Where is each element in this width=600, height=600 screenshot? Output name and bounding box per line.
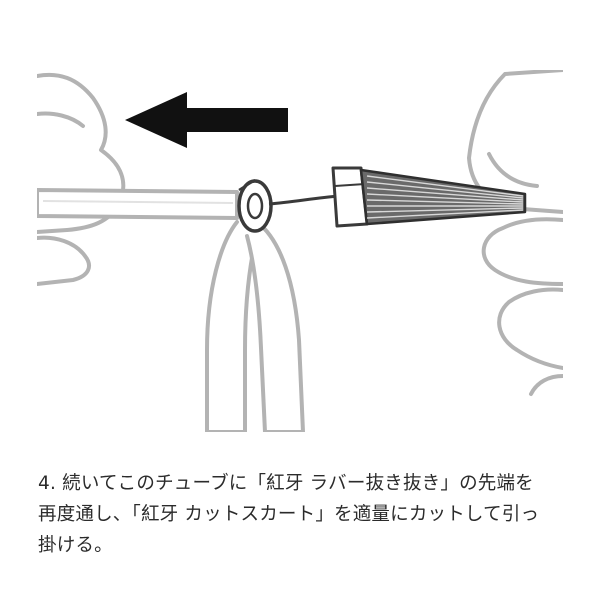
skirt-bundle-icon — [331, 166, 527, 228]
instruction-text: 4. 続いてこのチューブに「紅牙 ラバー抜き抜き」の先端を 再度通し、「紅牙 カ… — [38, 468, 568, 561]
illustration-drawing — [37, 70, 563, 432]
instruction-line-1: 4. 続いてこのチューブに「紅牙 ラバー抜き抜き」の先端を — [38, 473, 534, 494]
left-hand-icon — [37, 72, 126, 286]
tube-rod — [37, 188, 239, 220]
ring-icon — [237, 178, 273, 233]
right-hand-icon — [467, 70, 563, 396]
rubber-loop — [205, 220, 305, 432]
rubber-leader — [268, 194, 340, 206]
instruction-line-2: 再度通し、「紅牙 カットスカート」を適量にカットして引っ — [38, 504, 540, 525]
arrow-left-icon — [125, 92, 288, 148]
tube-rod-highlight — [42, 200, 234, 204]
instruction-illustration — [37, 70, 563, 432]
instruction-line-3: 掛ける。 — [38, 535, 113, 556]
